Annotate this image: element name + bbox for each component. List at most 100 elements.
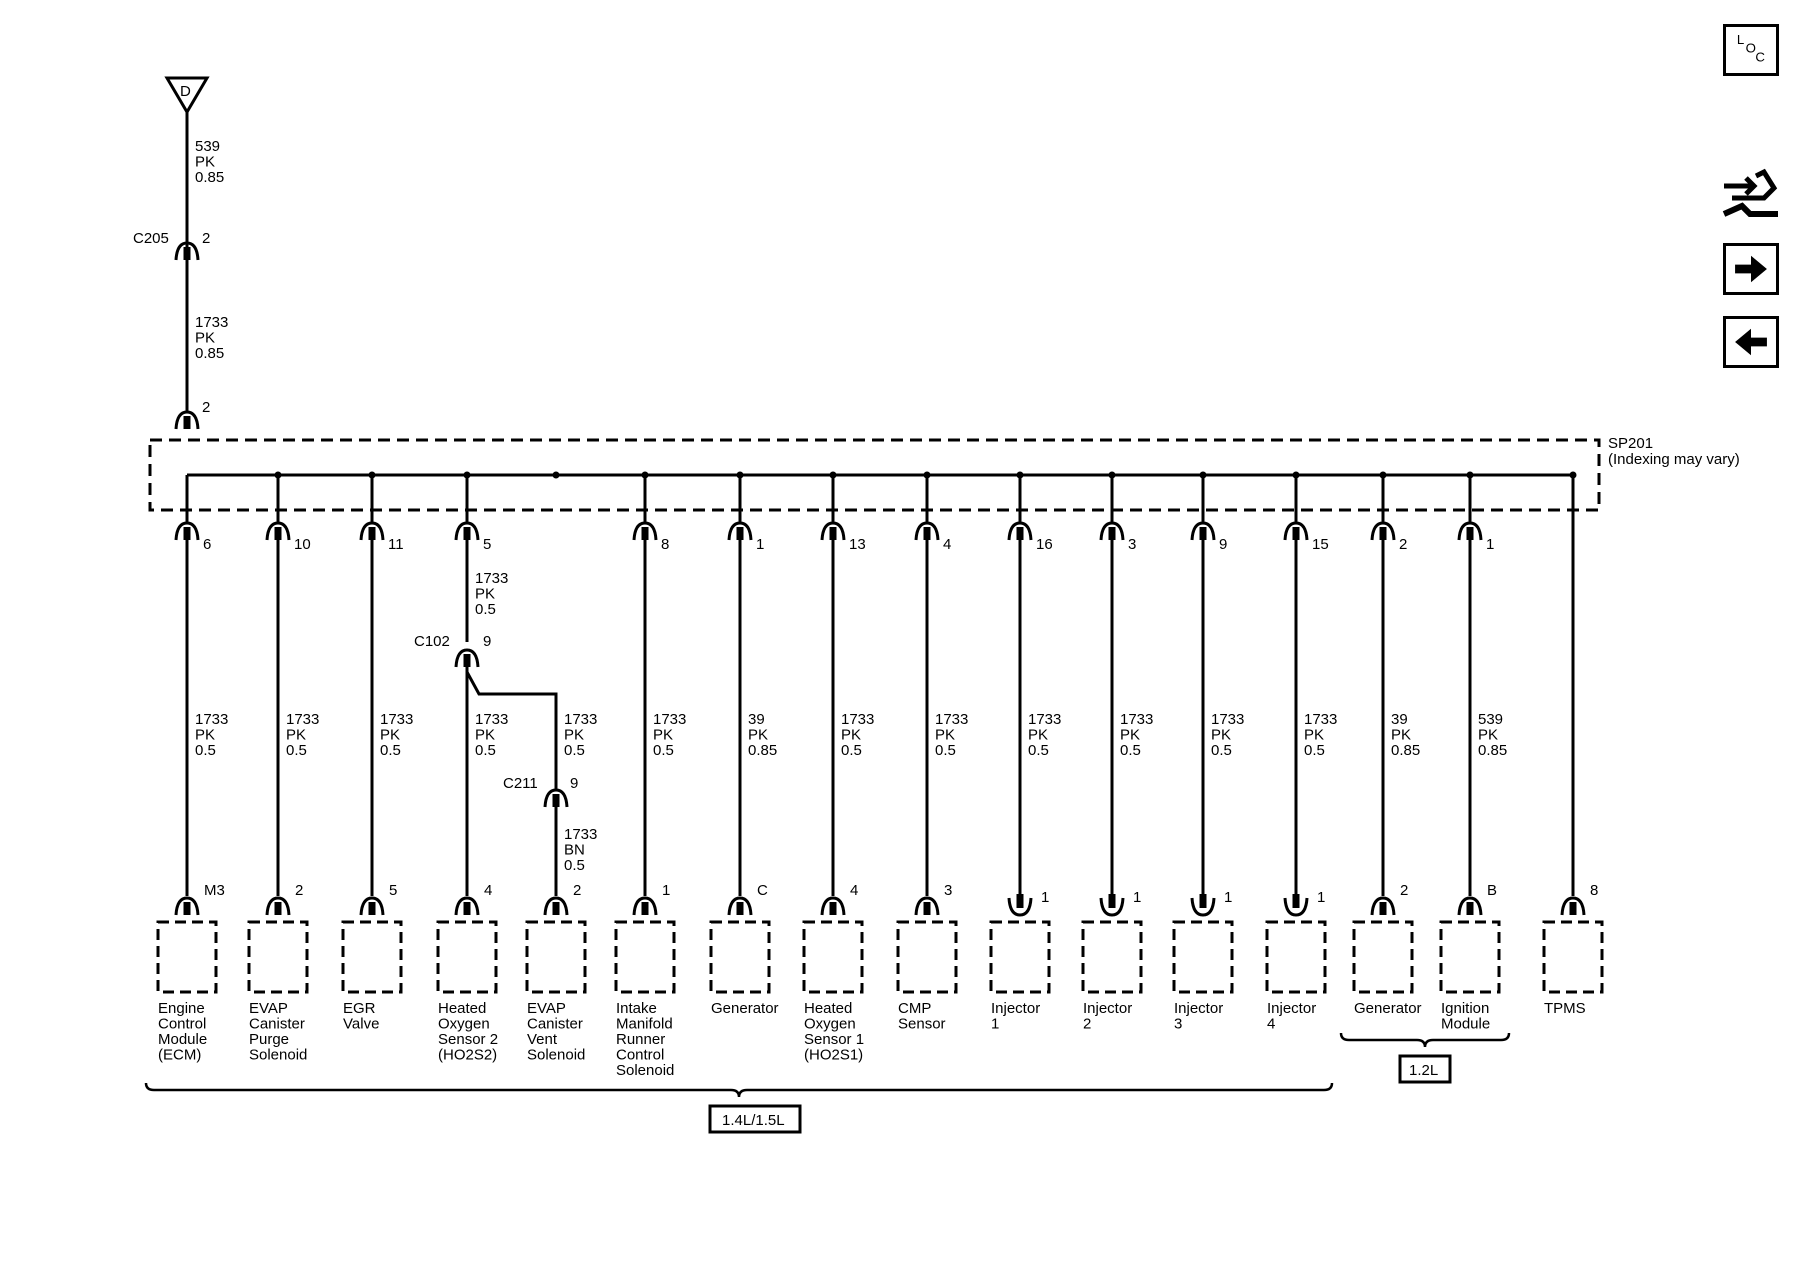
component-label-0: Module bbox=[158, 1031, 207, 1048]
component-label-7: Sensor 1 bbox=[804, 1031, 864, 1048]
component-connector-15-pin bbox=[1569, 902, 1577, 915]
splice-pin-label-12: 15 bbox=[1312, 536, 1329, 553]
top-wire-1733-label: 0.85 bbox=[195, 345, 224, 362]
component-box-12 bbox=[1265, 920, 1327, 994]
signal-flow-button[interactable] bbox=[1720, 164, 1784, 226]
c211-wire-label: BN bbox=[564, 842, 585, 859]
c102-pin-label: 9 bbox=[483, 633, 491, 650]
component-connector-1 bbox=[265, 896, 291, 916]
component-connector-3-pin bbox=[463, 902, 471, 915]
wire-label-10: 0.5 bbox=[1120, 742, 1141, 759]
c205-connector bbox=[174, 241, 200, 261]
splice-pin-label-13: 2 bbox=[1399, 536, 1407, 553]
wire-label-2: 1733 bbox=[380, 711, 413, 728]
wire-label-7: 1733 bbox=[841, 711, 874, 728]
ground-label: D bbox=[180, 83, 191, 100]
wire-label-13: 0.85 bbox=[1391, 742, 1420, 759]
wire-label-10: PK bbox=[1120, 727, 1140, 744]
splice-node bbox=[1379, 471, 1387, 479]
wire-label-3: 0.5 bbox=[475, 742, 496, 759]
component-box-5 bbox=[614, 920, 676, 994]
splice-node bbox=[923, 471, 931, 479]
component-connector-8-pin bbox=[923, 902, 931, 915]
splice-pin-connector-13 bbox=[1370, 521, 1396, 541]
component-label-3: (HO2S2) bbox=[438, 1047, 497, 1064]
c102-connector bbox=[454, 648, 480, 668]
wire-label-7: PK bbox=[841, 727, 861, 744]
component-connector-0 bbox=[174, 896, 200, 916]
splice-pin-connector-10 bbox=[1099, 521, 1125, 541]
splice-node bbox=[641, 471, 649, 479]
component-pin-label-15: 8 bbox=[1590, 882, 1598, 899]
splice-node bbox=[463, 471, 471, 479]
splice-pin-connector-0-pin bbox=[183, 527, 191, 540]
wire-label-8: 1733 bbox=[935, 711, 968, 728]
splice-node bbox=[1466, 471, 1474, 479]
arrow-left-icon bbox=[1735, 328, 1767, 356]
splice-pin-connector-2-pin bbox=[368, 527, 376, 540]
component-connector-8 bbox=[914, 896, 940, 916]
c102-connector-pin bbox=[463, 654, 471, 667]
splice-pin-connector-7 bbox=[820, 521, 846, 541]
component-label-5: Runner bbox=[616, 1031, 665, 1048]
component-label-5: Intake bbox=[616, 1000, 657, 1017]
component-connector-6-pin bbox=[736, 902, 744, 915]
splice-pin-connector-6-pin bbox=[736, 527, 744, 540]
group-brace-b bbox=[1339, 1032, 1511, 1048]
top-wire-539-label: 539 bbox=[195, 138, 220, 155]
splice-input-connector-pin bbox=[183, 416, 191, 429]
component-box-0 bbox=[156, 920, 218, 994]
component-connector-11 bbox=[1190, 897, 1216, 917]
wire-label-6: 0.85 bbox=[748, 742, 777, 759]
c211-pin-label: 9 bbox=[570, 775, 578, 792]
splice-name: SP201 bbox=[1608, 435, 1653, 452]
splice-node bbox=[1016, 471, 1024, 479]
c211-connector-pin bbox=[552, 794, 560, 807]
splice-node bbox=[1108, 471, 1116, 479]
c211-label: C211 bbox=[503, 775, 538, 792]
splice-pin-connector-12-pin bbox=[1292, 527, 1300, 540]
component-label-11: 3 bbox=[1174, 1016, 1182, 1033]
component-label-15: TPMS bbox=[1544, 1000, 1586, 1017]
component-connector-3 bbox=[454, 896, 480, 916]
splice-node bbox=[736, 471, 744, 479]
component-pin-label-14: B bbox=[1487, 882, 1497, 899]
location-button[interactable]: L O C bbox=[1723, 24, 1779, 76]
ground-symbol bbox=[164, 76, 210, 115]
component-connector-13 bbox=[1370, 896, 1396, 916]
c102-wire-label: 0.5 bbox=[475, 601, 496, 618]
component-connector-6 bbox=[727, 896, 753, 916]
component-label-0: (ECM) bbox=[158, 1047, 201, 1064]
wire-label-4: PK bbox=[564, 727, 584, 744]
wire-label-12: PK bbox=[1304, 727, 1324, 744]
splice-pin-connector-14 bbox=[1457, 521, 1483, 541]
component-box-7 bbox=[802, 920, 864, 994]
splice-pin-connector-3-pin bbox=[463, 527, 471, 540]
component-label-1: Canister bbox=[249, 1016, 305, 1033]
component-label-5: Manifold bbox=[616, 1016, 673, 1033]
splice-pin-label-11: 9 bbox=[1219, 536, 1227, 553]
splice-node bbox=[274, 471, 282, 479]
component-label-1: Solenoid bbox=[249, 1047, 307, 1064]
splice-box bbox=[148, 438, 1601, 512]
previous-page-button[interactable] bbox=[1723, 316, 1779, 368]
splice-pin-connector-6 bbox=[727, 521, 753, 541]
group-a-label: 1.4L/1.5L bbox=[722, 1112, 785, 1129]
component-pin-label-8: 3 bbox=[944, 882, 952, 899]
wire-label-5: 0.5 bbox=[653, 742, 674, 759]
splice-node bbox=[552, 471, 560, 479]
wire-label-1: 1733 bbox=[286, 711, 319, 728]
component-label-2: EGR bbox=[343, 1000, 376, 1017]
component-connector-0-pin bbox=[183, 902, 191, 915]
loc-letter-c: C bbox=[1755, 50, 1765, 65]
next-page-button[interactable] bbox=[1723, 243, 1779, 295]
splice-pin-label-3: 5 bbox=[483, 536, 491, 553]
c211-wire-label: 0.5 bbox=[564, 857, 585, 874]
arrow-right-icon bbox=[1735, 255, 1767, 283]
wire-label-4: 0.5 bbox=[564, 742, 585, 759]
splice-pin-label-7: 13 bbox=[849, 536, 866, 553]
wire-label-9: PK bbox=[1028, 727, 1048, 744]
top-wire-1733-label: 1733 bbox=[195, 314, 228, 331]
c205-label: C205 bbox=[133, 230, 169, 247]
splice-pin-label-6: 1 bbox=[756, 536, 764, 553]
